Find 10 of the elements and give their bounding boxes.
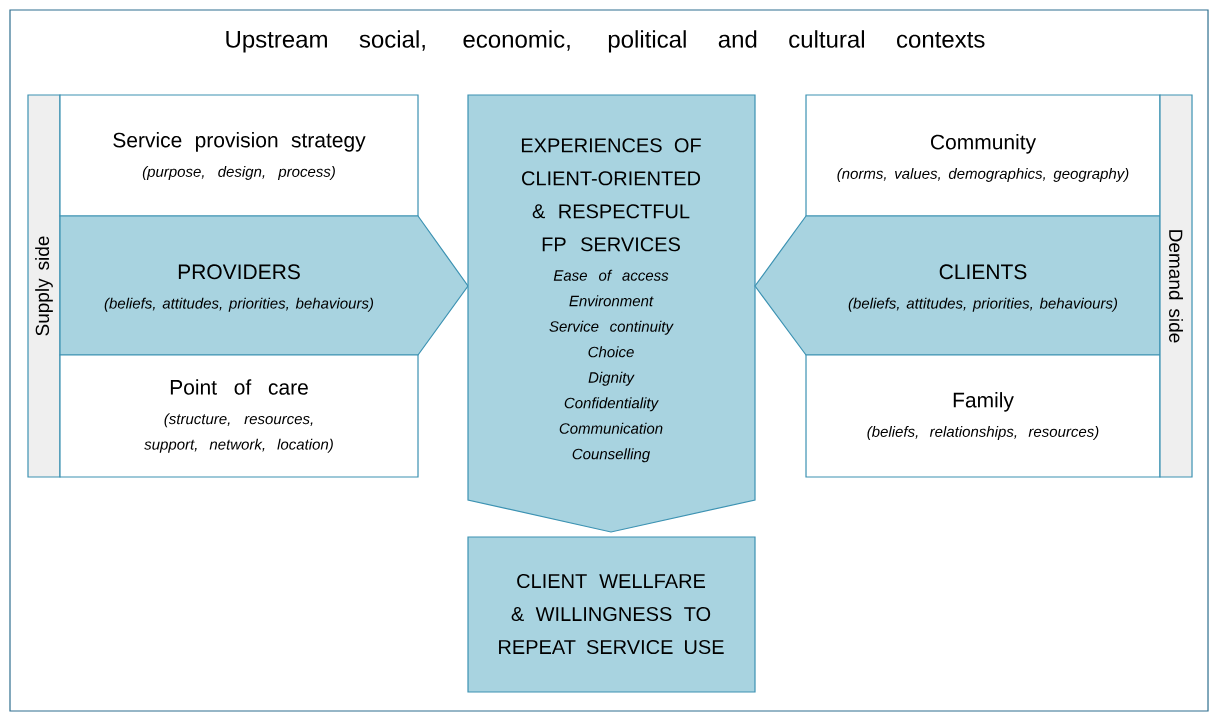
arrow-box: EXPERIENCES OF CLIENT-ORIENTED & RESPECTFUL FP SERVICES Ease of access Environment Service continuity Choice Dignity Confidentiality Communication Counselling xyxy=(467,94,756,533)
factor-box: CLIENT WELLFARE & WILLINGNESS TO REPEAT SERVICE USE xyxy=(467,536,756,693)
side-band: Demand side xyxy=(1159,94,1193,478)
side-band: Supply side xyxy=(27,94,61,478)
arrow-box: PROVIDERS (beliefs, attitudes, priorities, behaviours) xyxy=(59,215,469,356)
arrow-box: CLIENTS (beliefs, attitudes, priorities, behaviours) xyxy=(754,215,1161,356)
factor-box: Service provision strategy (purpose, design, process) xyxy=(59,94,419,217)
factor-box: Family (beliefs, relationships, resources) xyxy=(805,354,1161,478)
factor-box: Community (norms, values, demographics, geography) xyxy=(805,94,1161,217)
factor-box: Point of care (structure, resources, support, network, location) xyxy=(59,354,419,478)
